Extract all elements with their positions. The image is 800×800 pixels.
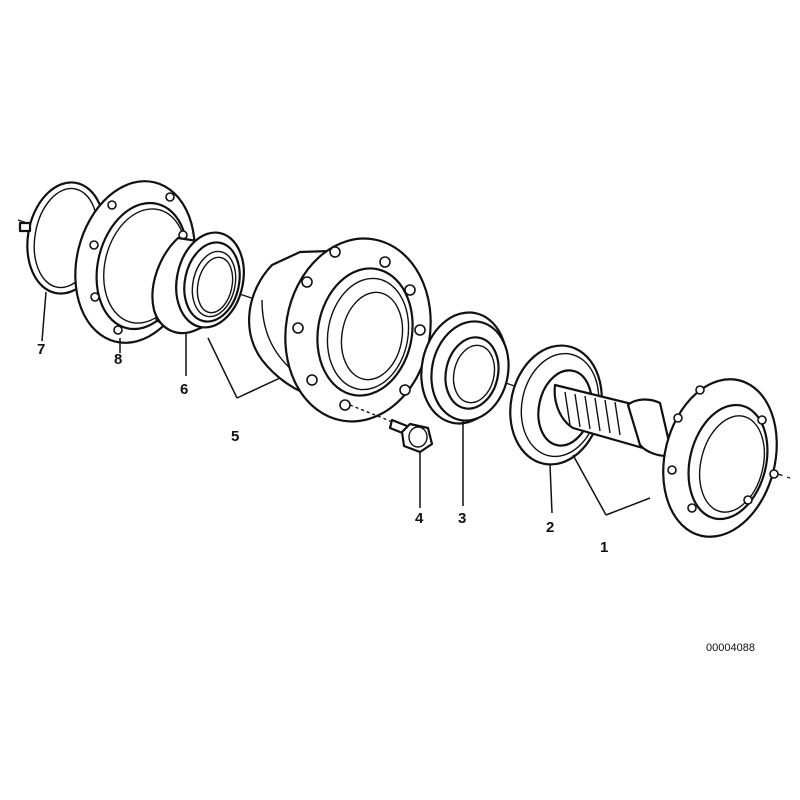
callout-5: 5 [231,428,239,445]
part-6-bearing[interactable] [151,226,252,335]
callout-4: 4 [415,510,424,527]
callout-7: 7 [37,341,45,358]
part-5-housing[interactable] [248,227,445,433]
callout-1: 1 [600,539,608,556]
callout-2: 2 [546,519,554,536]
part-3-shaft-seal[interactable] [411,304,517,431]
callout-6: 6 [180,381,188,398]
drawing-code: 00004088 [706,642,755,654]
leader-lines [41,291,651,516]
callout-8: 8 [114,351,122,368]
callout-3: 3 [458,510,466,527]
part-1-output-shaft-flange[interactable] [553,367,793,549]
